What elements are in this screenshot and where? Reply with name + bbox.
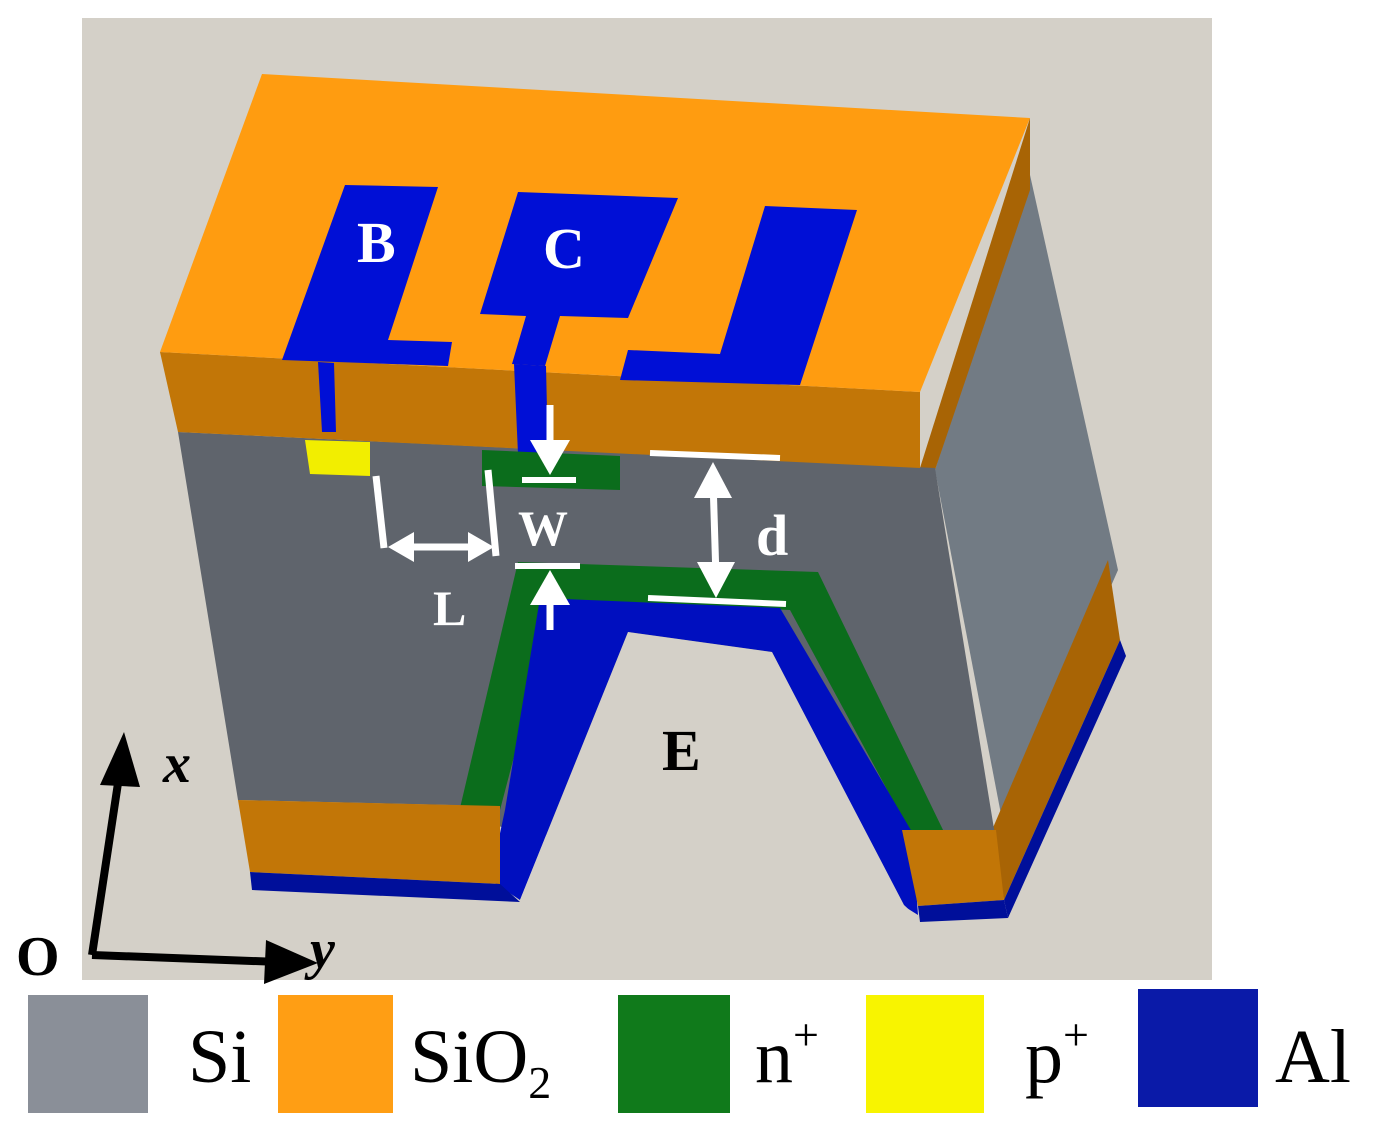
legend-swatch-sio2 — [278, 995, 393, 1113]
label-b: B — [357, 210, 396, 275]
label-e: E — [662, 718, 701, 783]
emitter-groove — [520, 632, 1210, 980]
legend-label-subscript: 2 — [528, 1057, 551, 1108]
legend-label-n_plus: n+ — [755, 1009, 819, 1099]
legend-swatch-n_plus — [618, 995, 730, 1113]
dim-l-left-guide — [372, 475, 388, 549]
collector-via — [514, 364, 548, 456]
al-emitter-contact — [490, 598, 918, 915]
dim-d-bottom-tick — [647, 595, 787, 607]
p-plus-base-contact — [305, 440, 370, 476]
legend-label-al: Al — [1275, 1015, 1351, 1099]
coordinate-axes: x y O — [16, 732, 336, 988]
n-plus-emitter-layer — [460, 562, 944, 832]
legend-label-superscript: + — [1063, 1009, 1089, 1060]
legend-label-si: Si — [188, 1015, 251, 1099]
legend-label-p_plus: p+ — [1025, 1009, 1089, 1099]
dim-l-arrow-right — [468, 532, 494, 562]
emitter-electrode-pad — [620, 206, 857, 385]
x-axis-line — [88, 769, 124, 956]
base-via — [318, 362, 336, 432]
dim-d-arrow-bottom — [697, 562, 735, 598]
dim-l-right-guide — [484, 469, 500, 557]
legend-label-superscript: + — [793, 1009, 819, 1060]
x-axis-arrowhead — [100, 732, 140, 787]
dimension-annotations — [372, 405, 787, 630]
al-side-strip — [1004, 640, 1126, 918]
label-w: W — [518, 500, 568, 556]
legend-label-main: Si — [188, 1015, 251, 1099]
sio2-side-strip-top — [920, 118, 1030, 470]
dim-w-bottom-arrow — [530, 570, 570, 605]
axis-y-label: y — [304, 919, 336, 981]
label-l: L — [433, 580, 466, 636]
y-axis-arrowhead — [264, 940, 318, 984]
collector-electrode-pad — [480, 192, 678, 366]
legend-label-main: n — [755, 1015, 793, 1099]
axis-origin-label: O — [16, 926, 60, 988]
legend-swatch-al — [1138, 989, 1258, 1107]
axis-x-label: x — [162, 733, 191, 795]
dim-w-top-arrow — [530, 440, 570, 475]
dim-l-arrow-left — [388, 532, 414, 562]
sio2-bottom-right — [902, 830, 1004, 906]
legend-label-main: Al — [1275, 1015, 1351, 1099]
sio2-bottom-left — [238, 800, 500, 884]
dim-d-top-tick — [649, 450, 781, 461]
dim-d-arrow-top — [694, 462, 732, 498]
label-c: C — [543, 216, 585, 281]
legend-swatch-p_plus — [866, 995, 984, 1113]
legend-label-main: SiO — [410, 1015, 528, 1099]
label-d: d — [756, 503, 788, 568]
legend-swatch-si — [28, 995, 148, 1113]
legend-label-main: p — [1025, 1015, 1063, 1099]
legend-label-sio2: SiO2 — [410, 1015, 551, 1108]
sio2-side-strip-bottom — [992, 560, 1120, 900]
base-electrode-pad — [282, 185, 452, 366]
al-bottom-right — [918, 900, 1008, 922]
y-axis-line — [91, 951, 281, 966]
al-bottom-left — [250, 872, 520, 902]
